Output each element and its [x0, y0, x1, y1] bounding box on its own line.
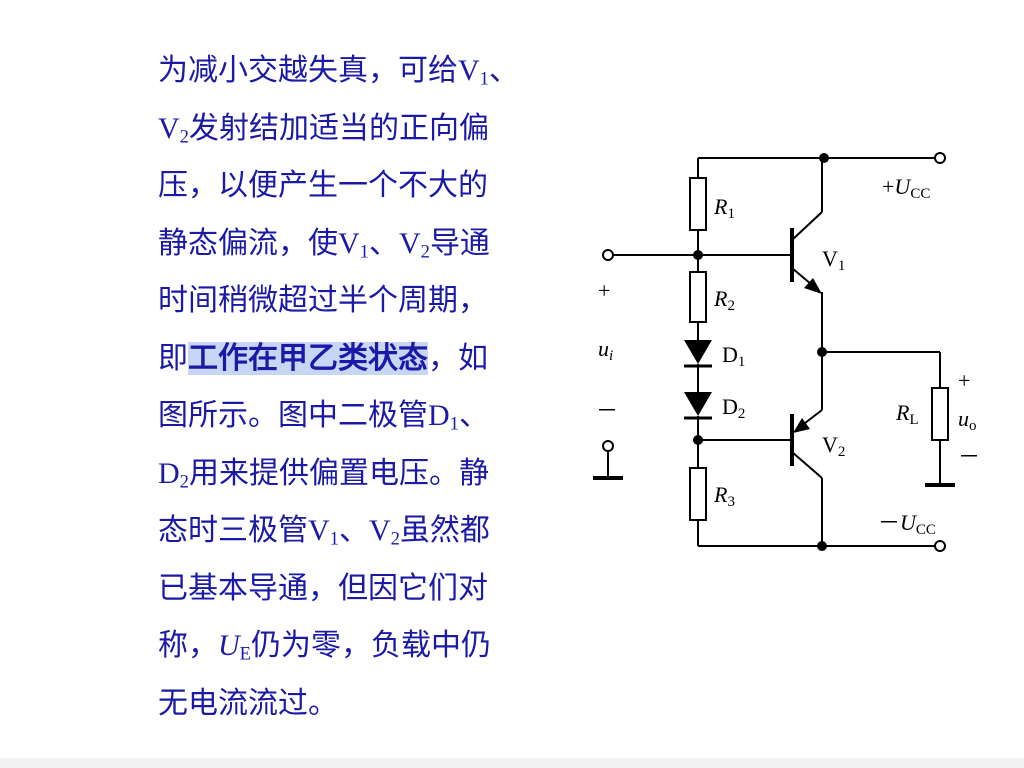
diode-d1-triangle — [684, 340, 712, 364]
text-segment: 静态偏流，使V — [158, 226, 360, 260]
emphasized-term: 工作在甲乙类状态 — [188, 341, 428, 375]
text-line-11: 称，UE仍为零，负载中仍 — [158, 617, 548, 675]
label-uo-plus: + — [958, 368, 970, 393]
resistor-r2 — [689, 271, 707, 323]
label-ui: ui — [598, 336, 613, 364]
label-d1: D1 — [722, 342, 745, 370]
text-line-12: 无电流流过。 — [158, 686, 338, 720]
subscript: 1 — [479, 68, 489, 90]
transistor-v1-collector — [791, 211, 823, 241]
text-line-1: 为减小交越失真，可给V1、 — [158, 42, 548, 100]
label-r1: R1 — [713, 194, 735, 222]
label-rl: RL — [895, 400, 919, 428]
transistor-v2-collector — [791, 451, 823, 479]
text-segment: D — [158, 456, 180, 490]
text-segment: ，如 — [428, 341, 488, 375]
junction-dot — [819, 153, 829, 163]
subscript: 2 — [390, 528, 400, 550]
vee-terminal — [934, 540, 946, 552]
label-vcc-pos: +UCC — [882, 174, 930, 202]
label-uo: uo — [958, 406, 977, 434]
text-line-3: 压，以便产生一个不大的 — [158, 169, 488, 202]
text-segment: 态时三极管V — [158, 514, 330, 547]
transistor-v1-emitter-arrow — [804, 278, 822, 294]
resistor-r1 — [689, 177, 707, 231]
label-uo-minus: － — [958, 444, 980, 469]
text-line-4: 静态偏流，使V1、V2导通 — [158, 215, 548, 273]
resistor-rl — [931, 387, 949, 441]
subscript: E — [239, 643, 252, 665]
subscript: 2 — [179, 126, 189, 148]
subscript: 2 — [420, 241, 430, 263]
transistor-v2-emitter-arrow — [793, 418, 810, 433]
text-segment: 、V — [368, 226, 421, 260]
label-d2: D2 — [722, 394, 745, 422]
label-ui-plus: + — [598, 278, 610, 303]
text-segment: 称， — [158, 629, 218, 662]
label-vcc-neg: －UCC — [878, 510, 936, 538]
text-line-8: D2用来提供偏置电压。静 — [158, 445, 548, 503]
text-line-9: 态时三极管V1、V2虽然都 — [158, 502, 548, 560]
text-segment: 、 — [488, 54, 519, 87]
text-segment: V — [158, 111, 180, 145]
text-line-6: 即工作在甲乙类状态，如 — [158, 330, 548, 388]
subscript: 1 — [359, 241, 369, 263]
slide-bottom-strip — [0, 758, 1024, 768]
text-line-7: 图所示。图中二极管D1、 — [158, 387, 548, 445]
variable-symbol: U — [218, 629, 240, 662]
explanation-paragraph: 为减小交越失真，可给V1、 V2发射结加适当的正向偏 压，以便产生一个不大的 静… — [158, 42, 548, 732]
resistor-r3 — [689, 467, 707, 521]
text-segment: 导通 — [429, 226, 490, 260]
text-segment: 仍为零，负载中仍 — [251, 629, 492, 662]
text-line-5: 时间稍微超过半个周期， — [158, 284, 488, 317]
label-v1: V1 — [822, 246, 845, 274]
ground-terminal — [602, 440, 614, 452]
text-line-10: 已基本导通，但因它们对 — [158, 571, 488, 605]
text-segment: 图所示。图中二极管D — [158, 399, 450, 432]
text-segment: 发射结加适当的正向偏 — [188, 111, 489, 145]
subscript: 2 — [179, 471, 189, 493]
text-segment: 用来提供偏置电压。静 — [188, 456, 489, 490]
text-segment: 、V — [338, 514, 391, 547]
label-ui-minus: － — [596, 398, 618, 423]
vcc-terminal — [934, 152, 946, 164]
label-v2: V2 — [822, 432, 845, 460]
diode-d2-triangle — [684, 392, 712, 416]
subscript: 1 — [329, 528, 339, 550]
input-terminal — [602, 249, 614, 261]
text-segment: 虽然都 — [399, 514, 490, 547]
label-r2: R2 — [713, 286, 735, 314]
text-line-2: V2发射结加适当的正向偏 — [158, 100, 548, 158]
text-segment: 为减小交越失真，可给V — [158, 54, 480, 87]
text-segment: 即 — [158, 341, 188, 375]
subscript: 1 — [449, 413, 459, 435]
label-r3: R3 — [713, 482, 735, 510]
text-segment: 、 — [458, 399, 489, 432]
